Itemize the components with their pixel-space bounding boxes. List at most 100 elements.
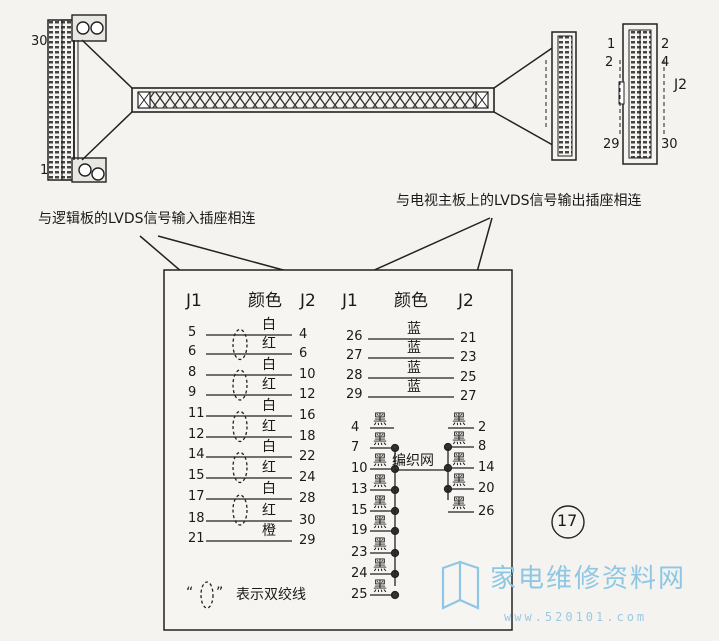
left-pair-wires: [206, 334, 292, 542]
twisted-pair-marker: [232, 369, 248, 401]
left-row-color: 红: [262, 460, 276, 476]
right-row-color: 蓝: [407, 360, 421, 376]
right-row-j2: 23: [460, 350, 477, 365]
black-right-pin: 26: [478, 504, 495, 519]
right-connector: [545, 31, 577, 161]
header-left-j2: J2: [300, 291, 316, 311]
left-row-j1: 18: [188, 511, 205, 526]
twisted-pair-marker: [232, 494, 248, 526]
black-left-pin: 13: [351, 482, 368, 497]
left-row-color: 红: [262, 503, 276, 519]
black-left-color: 黑: [373, 453, 387, 469]
left-row-color: 红: [262, 336, 276, 352]
wiring-table-frame: [163, 269, 513, 631]
right-row-color: 蓝: [407, 340, 421, 356]
left-row-j1: 5: [188, 325, 197, 340]
twisted-pair-marker: [232, 410, 248, 443]
left-row-color: 白: [262, 398, 276, 414]
left-row-j2: 29: [299, 533, 316, 548]
black-right-color: 黑: [452, 431, 466, 447]
right-row-j1: 27: [346, 348, 363, 363]
caption-left: 与逻辑板的LVDS信号输入插座相连: [38, 211, 256, 227]
left-row-j2: 16: [299, 408, 316, 423]
right-row-j1: 28: [346, 368, 363, 383]
black-left-pin: 7: [351, 440, 360, 455]
left-row-j1: 6: [188, 344, 197, 359]
header-right-color: 颜色: [394, 291, 428, 311]
black-left-pin: 4: [351, 420, 360, 435]
right-row-color: 蓝: [407, 321, 421, 337]
pinout-pin-bottom-left: 29: [603, 137, 620, 152]
pinout-pin-top-left: 1: [607, 37, 616, 52]
watermark-url: www.520101.com: [504, 610, 648, 624]
right-row-j2: 25: [460, 370, 477, 385]
pinout-label: J2: [674, 77, 688, 93]
black-left-color: 黑: [373, 537, 387, 553]
left-row-color: 白: [262, 317, 276, 333]
right-row-j1: 26: [346, 329, 363, 344]
black-left-color: 黑: [373, 474, 387, 490]
right-row-j2: 27: [460, 389, 477, 404]
watermark-text: 家电维修资料网: [490, 564, 687, 594]
watermark-logo-icon: [441, 560, 480, 610]
left-row-color: 白: [262, 481, 276, 497]
twisted-pair-marker: [232, 328, 248, 361]
black-right-pin: 2: [478, 420, 487, 435]
black-left-pin: 15: [351, 503, 368, 518]
black-right-pin: 8: [478, 439, 487, 454]
caption-right: 与电视主板上的LVDS信号输出插座相连: [396, 193, 642, 209]
left-pin-label-top: 30: [31, 34, 48, 49]
left-row-j2: 18: [299, 429, 316, 444]
junction-dot: [390, 590, 400, 600]
black-left-pin: 19: [351, 523, 368, 538]
header-left-color: 颜色: [248, 291, 282, 311]
left-cable-fan: [81, 39, 133, 161]
black-left-color: 黑: [373, 558, 387, 574]
left-row-color: 白: [262, 357, 276, 373]
left-row-j2: 12: [299, 387, 316, 402]
right-row-j1: 29: [346, 387, 363, 402]
left-row-color: 红: [262, 419, 276, 435]
pinout-pin-second-left: 2: [605, 55, 614, 70]
black-right-color: 黑: [452, 452, 466, 468]
black-left-color: 黑: [373, 579, 387, 595]
left-row-j2: 4: [299, 327, 308, 342]
black-right-pin: 20: [478, 481, 495, 496]
figure-number-circle: [551, 505, 585, 539]
legend-twist-icon: [200, 581, 214, 609]
pinout-pin-second-right: 4: [661, 55, 670, 70]
legend-text: 表示双绞线: [236, 587, 306, 603]
left-pin-label-bottom: 1: [40, 163, 49, 178]
black-left-color: 黑: [373, 495, 387, 511]
left-row-j2: 10: [299, 367, 316, 382]
black-left-pin: 24: [351, 566, 368, 581]
left-row-j2: 6: [299, 346, 308, 361]
figure-number: 17: [557, 511, 578, 530]
left-connector: [47, 14, 107, 183]
legend-quote-close: ”: [216, 585, 224, 601]
black-right-color: 黑: [452, 412, 466, 428]
left-row-color: 白: [262, 439, 276, 455]
twisted-pair-marker: [232, 451, 248, 484]
right-cable-fan: [493, 43, 559, 149]
twisted-pair-markers: [232, 328, 248, 526]
black-right-pin: 14: [478, 460, 495, 475]
left-row-j2: 24: [299, 470, 316, 485]
right-blue-wires: [368, 338, 454, 398]
left-row-j1: 17: [188, 489, 205, 504]
left-row-j1: 8: [188, 365, 197, 380]
black-left-pin: 25: [351, 587, 368, 602]
black-left-color: 黑: [373, 432, 387, 448]
black-left-pin: 10: [351, 461, 368, 476]
left-row-j1: 12: [188, 427, 205, 442]
legend-quote-open: “: [186, 585, 194, 601]
header-right-j2: J2: [458, 291, 474, 311]
left-row-j2: 22: [299, 449, 316, 464]
braid-label: 编织网: [392, 453, 434, 469]
black-left-color: 黑: [373, 412, 387, 428]
braid-shield-wiring: [370, 427, 474, 600]
left-row-j2: 30: [299, 513, 316, 528]
black-right-color: 黑: [452, 473, 466, 489]
